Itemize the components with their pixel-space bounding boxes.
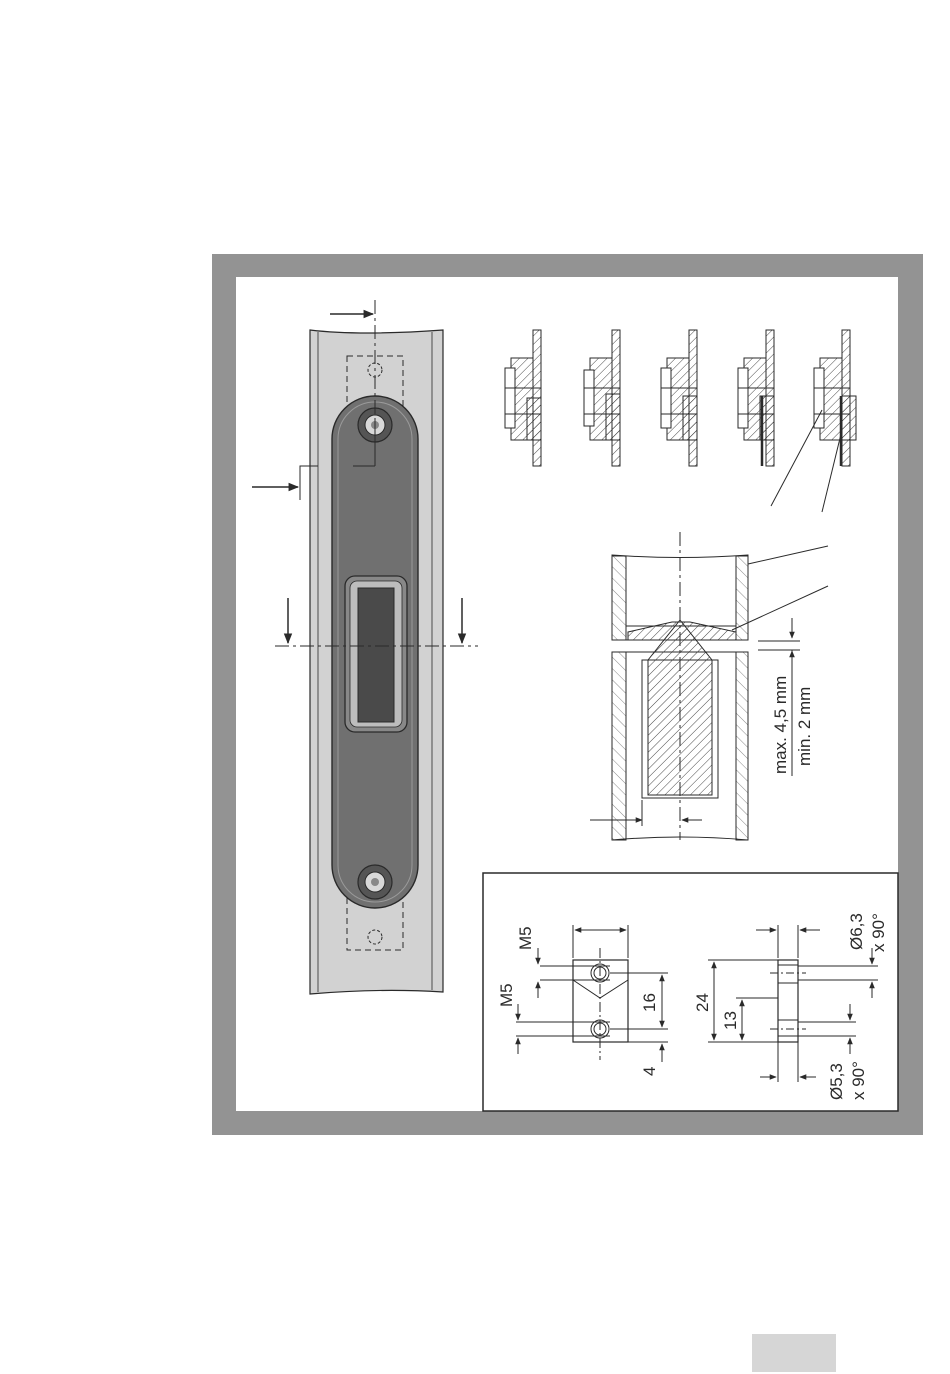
plate-mid-label: 13 — [721, 1011, 740, 1030]
plate-length-label: 24 — [693, 993, 712, 1012]
counterbore-small-angle-label: x 90° — [849, 1061, 868, 1100]
counterbore-large-label: Ø6,3 — [847, 913, 866, 950]
bolt-projection-max-label: max. 4,5 mm — [771, 676, 790, 774]
page-number-box — [752, 1334, 836, 1372]
bolt-projection-min-label: min. 2 mm — [795, 687, 814, 766]
counterbore-small-label: Ø5,3 — [827, 1063, 846, 1100]
edge-offset-label: 4 — [640, 1067, 659, 1076]
plate-side — [778, 960, 798, 1042]
bolt-pocket — [358, 588, 394, 722]
counterbore-large-angle-label: x 90° — [869, 913, 888, 952]
thread-top-label: M5 — [516, 926, 535, 950]
screw-bottom-icon — [358, 865, 392, 899]
thread-bottom-label: M5 — [497, 983, 516, 1007]
hole-spacing-label: 16 — [640, 993, 659, 1012]
